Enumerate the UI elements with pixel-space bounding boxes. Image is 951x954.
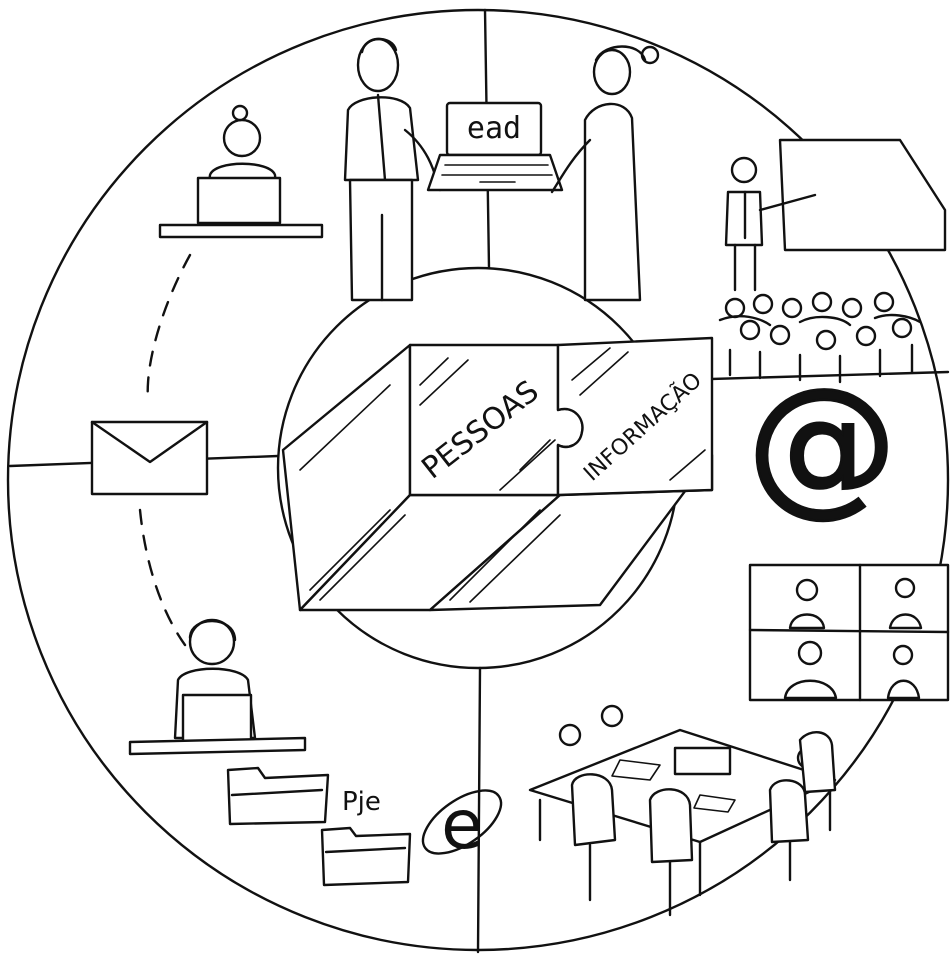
- top-left-worker: [160, 106, 322, 237]
- laptop-keyboard: [428, 155, 562, 190]
- ie-symbol: e: [441, 786, 483, 865]
- at-symbol: @: [747, 357, 897, 531]
- video-conference: [750, 565, 948, 700]
- worker-head: [224, 120, 260, 156]
- laptop-label: ead: [467, 111, 521, 146]
- presentation-board: [780, 140, 945, 250]
- puzzle-block: PESSOAS INFORMAÇÃO: [283, 338, 712, 610]
- chair-1: [572, 774, 615, 845]
- projector: [675, 748, 730, 774]
- at-symbol-icon: @: [747, 357, 897, 531]
- worker2-desk: [130, 738, 305, 754]
- woman-dress: [585, 104, 640, 300]
- chair-2: [650, 789, 692, 862]
- presentation-scene: [720, 140, 945, 382]
- envelope-icon: [92, 422, 207, 494]
- worker-laptop: [198, 178, 280, 223]
- meeting-scene: [530, 706, 835, 915]
- folder-label: Pje: [342, 787, 381, 817]
- chair-4: [800, 732, 835, 792]
- bottom-left-worker: [130, 620, 305, 754]
- handshake-scene: ead: [345, 39, 658, 300]
- folder-icon: Pje: [228, 768, 410, 885]
- chair-3: [770, 780, 808, 842]
- browser-e-icon: e: [413, 778, 512, 866]
- worker-desk: [160, 225, 322, 237]
- worker2-laptop: [183, 695, 251, 743]
